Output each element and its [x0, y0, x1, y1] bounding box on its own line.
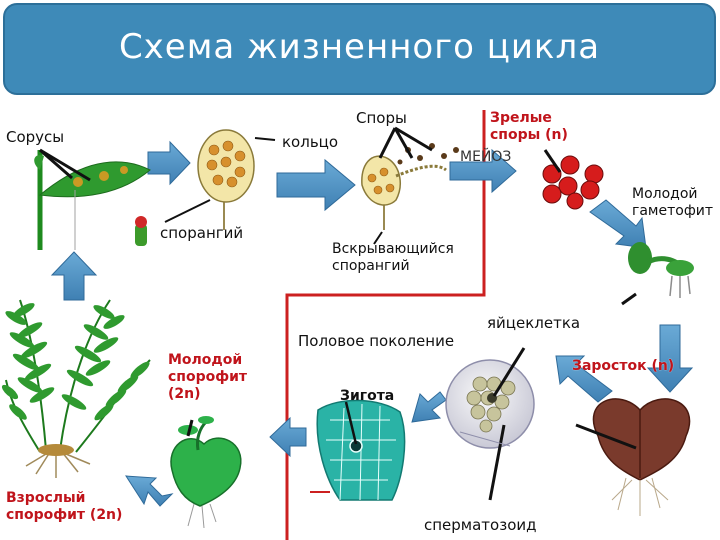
label-meiosis: МЕЙОЗ [460, 149, 511, 165]
label-annulus: кольцо [282, 133, 338, 151]
arrow-sporangium-to-opening [277, 160, 355, 210]
label-prothallus: Заросток (n) [572, 358, 674, 375]
arrow-sorus-to-sporangium [148, 142, 190, 184]
frond-with-sori-image [34, 150, 150, 250]
opening-sporangium-image [362, 128, 459, 244]
label-zygote: Зигота [340, 388, 394, 405]
arrow-adult-to-sorus [52, 252, 96, 300]
prothallus-image [576, 399, 690, 516]
adult-sporophyte-image [0, 300, 152, 478]
label-spores: Споры [356, 109, 407, 127]
label-egg-cell: яйцеклетка [487, 314, 580, 332]
zygote-image [310, 400, 405, 500]
arrow-zygote-to-young-sporophyte [270, 418, 306, 456]
label-sperm: сперматозоид [424, 516, 537, 534]
label-sporangium: спорангий [160, 224, 243, 242]
label-young-sporophyte: Молодой спорофит (2n) [168, 352, 247, 403]
label-sori: Сорусы [6, 128, 64, 146]
arrow-egg-to-zygote [412, 392, 446, 422]
arrow-young-to-adult-sporophyte [126, 476, 172, 506]
label-young-gametophyte: Молодой гаметофит [632, 186, 713, 220]
archegonium-image [446, 348, 534, 500]
label-adult-sporophyte: Взрослый спорофит (2n) [6, 490, 122, 524]
label-opening-sporangium: Вскрывающийся спорангий [332, 241, 454, 275]
label-mature-spores: Зрелые споры (n) [490, 110, 568, 144]
young-gametophyte-image [622, 242, 694, 304]
young-sporophyte-image [171, 416, 241, 528]
label-sexual-generation: Половое поколение [298, 332, 454, 350]
mature-spores-image [543, 150, 603, 209]
